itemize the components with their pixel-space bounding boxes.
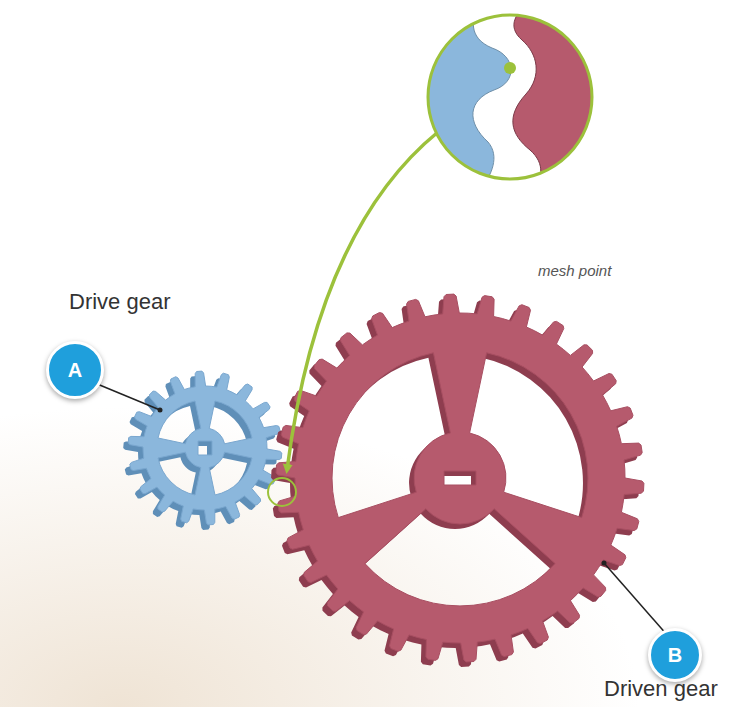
driven-gear [276, 294, 644, 662]
zoom-content [400, 0, 620, 190]
zoom-border [428, 15, 592, 179]
leader-line [604, 563, 668, 636]
callout-circle: A [46, 341, 104, 399]
callout-letter: B [668, 644, 682, 667]
leader-dot [158, 408, 163, 413]
callout-letter: A [68, 359, 82, 382]
zoom-caption: mesh point [538, 262, 611, 279]
callout-circle: B [648, 628, 702, 682]
leader-line [90, 381, 160, 410]
mesh-highlight [268, 478, 296, 506]
leader-dot [602, 561, 607, 566]
drive-gear-teeth-zoom [400, 0, 511, 190]
driven-gear-teeth-zoom [513, 0, 620, 190]
mesh-point-dot [504, 62, 516, 74]
zoom-arrow [287, 132, 438, 470]
drive-gear [128, 371, 282, 525]
part-name: Drive gear [69, 289, 170, 315]
part-name: Driven gear [604, 676, 718, 702]
